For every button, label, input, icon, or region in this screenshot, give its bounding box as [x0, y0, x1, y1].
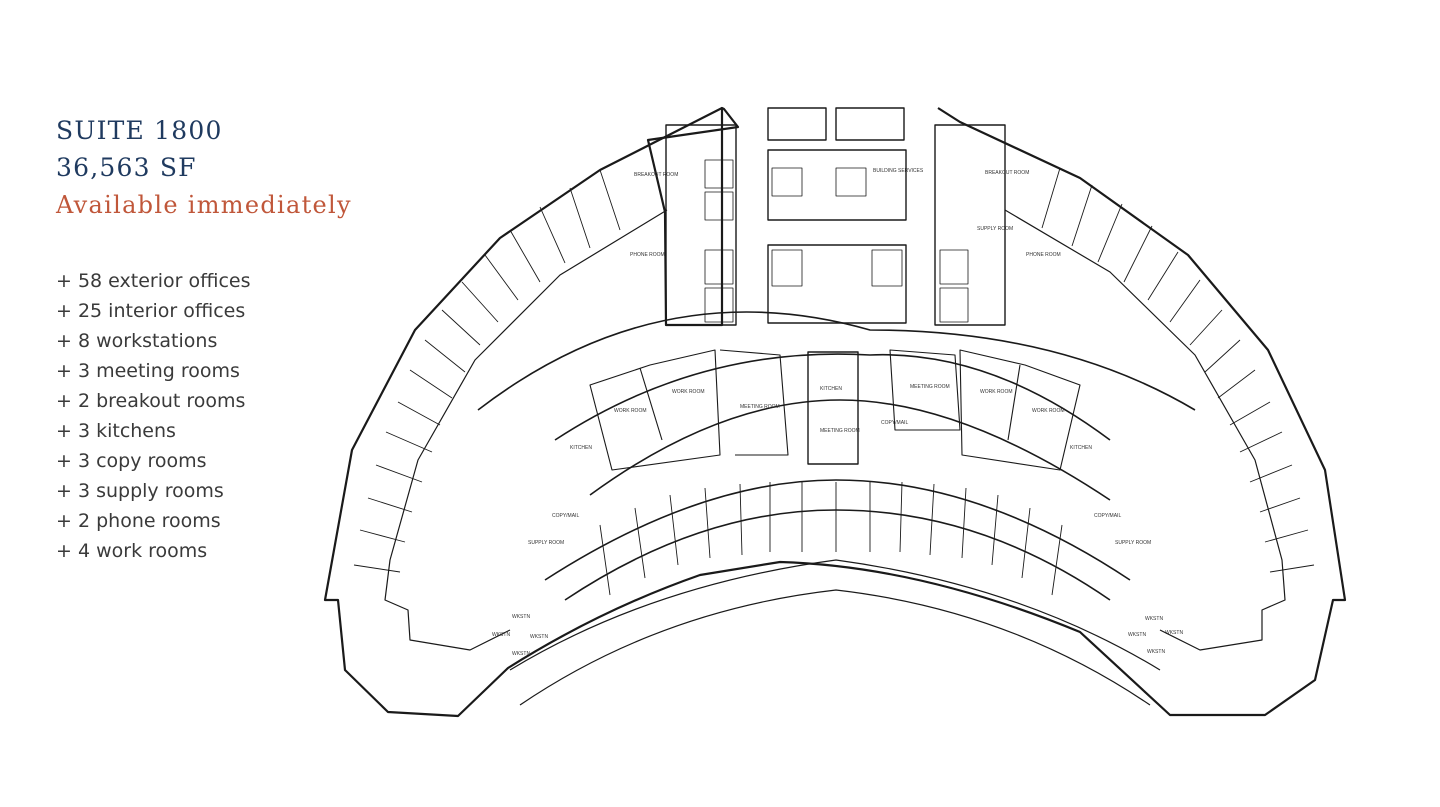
- feature-item: + 58 exterior offices: [56, 270, 251, 292]
- label-work-room-2: WORK ROOM: [672, 389, 705, 395]
- feature-item: + 8 workstations: [56, 330, 218, 352]
- suite-info: SUITE 1800 36,563 SF Available immediate…: [56, 112, 352, 224]
- feature-list: + 58 exterior offices + 25 interior offi…: [56, 266, 251, 566]
- label-ws-3: WKSTN: [530, 634, 548, 640]
- label-meeting-room-1: MEETING ROOM: [740, 404, 780, 410]
- label-ws-6: WKSTN: [1128, 632, 1146, 638]
- label-ws-7: WKSTN: [1165, 630, 1183, 636]
- feature-item: + 4 work rooms: [56, 540, 208, 562]
- feature-item: + 3 meeting rooms: [56, 360, 240, 382]
- suite-name: SUITE 1800: [56, 116, 223, 145]
- feature-item: + 2 phone rooms: [56, 510, 221, 532]
- label-supply-left: SUPPLY ROOM: [528, 540, 564, 546]
- feature-item: + 3 copy rooms: [56, 450, 207, 472]
- label-work-room-4: WORK ROOM: [1032, 408, 1065, 414]
- suite-area: 36,563 SF: [56, 153, 197, 182]
- label-phone-left: PHONE ROOM: [630, 252, 665, 258]
- label-kitchen-right: KITCHEN: [1070, 445, 1092, 451]
- label-ws-5: WKSTN: [1145, 616, 1163, 622]
- label-copy-left: COPY/MAIL: [552, 513, 579, 519]
- feature-item: + 3 kitchens: [56, 420, 176, 442]
- label-phone-right: PHONE ROOM: [1026, 252, 1061, 258]
- label-copy-center: COPY/MAIL: [881, 420, 908, 426]
- label-ws-2: WKSTN: [492, 632, 510, 638]
- plan-room-labels: BREAKOUT ROOM BREAKOUT ROOM PHONE ROOM P…: [492, 168, 1183, 657]
- label-meeting-room-3: MEETING ROOM: [910, 384, 950, 390]
- label-building-services: BUILDING SERVICES: [873, 168, 924, 174]
- feature-item: + 3 supply rooms: [56, 480, 224, 502]
- label-breakout-right: BREAKOUT ROOM: [985, 170, 1029, 176]
- label-ws-1: WKSTN: [512, 614, 530, 620]
- label-supply-top-right: SUPPLY ROOM: [977, 226, 1013, 232]
- label-work-room-1: WORK ROOM: [614, 408, 647, 414]
- label-kitchen-center: KITCHEN: [820, 386, 842, 392]
- suite-availability: Available immediately: [56, 191, 352, 219]
- label-breakout-left: BREAKOUT ROOM: [634, 172, 678, 178]
- label-ws-4: WKSTN: [512, 651, 530, 657]
- label-kitchen-left: KITCHEN: [570, 445, 592, 451]
- label-copy-right: COPY/MAIL: [1094, 513, 1121, 519]
- label-meeting-room-2: MEETING ROOM: [820, 428, 860, 434]
- label-supply-right: SUPPLY ROOM: [1115, 540, 1151, 546]
- feature-item: + 25 interior offices: [56, 300, 246, 322]
- label-work-room-3: WORK ROOM: [980, 389, 1013, 395]
- feature-item: + 2 breakout rooms: [56, 390, 246, 412]
- label-ws-8: WKSTN: [1147, 649, 1165, 655]
- floor-plan-walls: [323, 106, 1347, 718]
